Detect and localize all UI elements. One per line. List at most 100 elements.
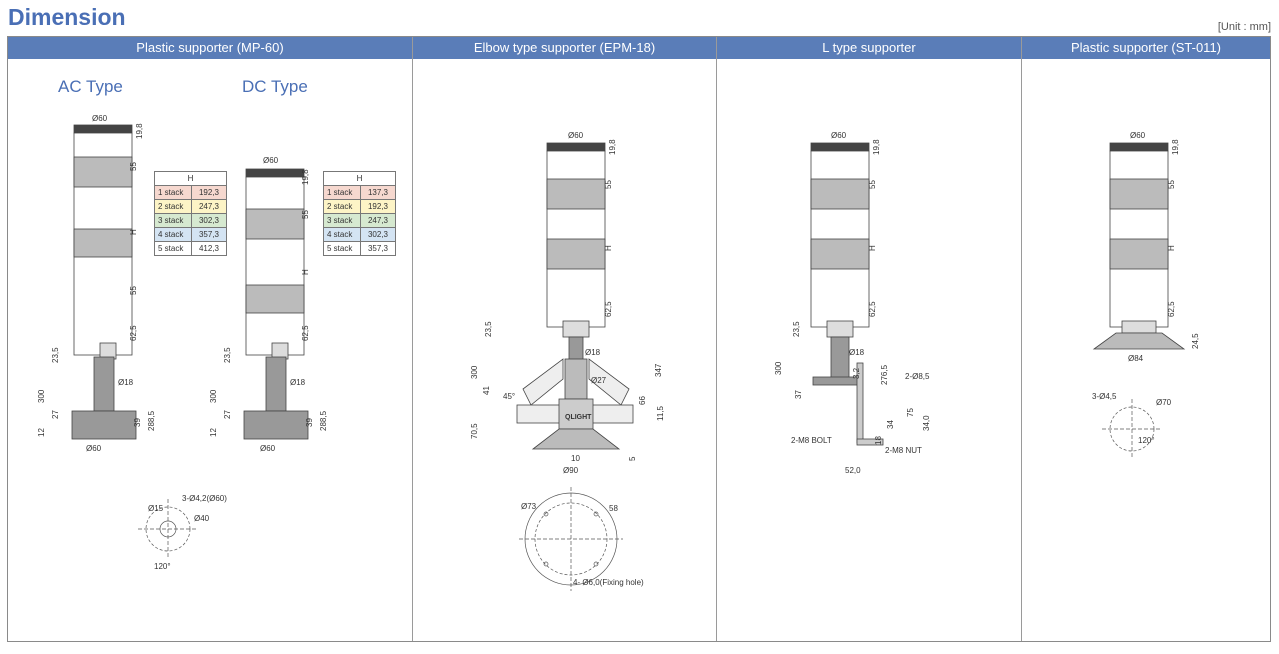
epm-dim-300: 300 (470, 365, 479, 379)
l-dim-h: H (868, 245, 877, 251)
panel-l-type: L type supporter Ø60 Ø18 19,8 55 H 62,5 … (717, 37, 1022, 641)
ac-dim-39: 39 (133, 418, 142, 427)
epm-dim-347: 347 (654, 363, 663, 377)
epm-dim-45: 45° (503, 392, 515, 401)
epm-diameter-top: Ø60 (568, 131, 584, 140)
l-dim-75: 75 (906, 408, 915, 417)
mp60-drawing: Ø60 Ø18 Ø60 19,8 55 H 55 62,5 23,5 300 2… (37, 114, 328, 571)
epm-dim-5: 5 (628, 456, 637, 461)
panel-header: Elbow type supporter (EPM-18) (413, 37, 716, 59)
dc-tower (243, 168, 309, 440)
ac-dim-55b: 55 (129, 286, 138, 295)
dc-dim-625: 62,5 (301, 325, 310, 341)
l-nut: 2-M8 NUT (885, 446, 922, 455)
epm-d27: Ø27 (591, 376, 607, 385)
epm-dim-705: 70,5 (470, 423, 479, 439)
epm18-hole-pattern (519, 487, 623, 591)
dc-type-label: DC Type (242, 77, 308, 96)
l-hole: 2-Ø8,5 (905, 372, 930, 381)
l-dim-32: 3,2 (852, 367, 861, 379)
l-dim-34: 34 (886, 420, 895, 429)
l-dim-235: 23,5 (792, 321, 801, 337)
dc-dim-198: 19,8 (301, 169, 310, 185)
ac-dim-12: 12 (37, 428, 46, 437)
table-header: H (323, 171, 396, 186)
ac-dim-55: 55 (129, 162, 138, 171)
epm-dim-41: 41 (482, 386, 491, 395)
epm-dim-115: 11,5 (656, 405, 665, 421)
dc-dim-235: 23,5 (223, 347, 232, 363)
panel-header: Plastic supporter (MP-60) (8, 37, 412, 59)
panel-mp60: Plastic supporter (MP-60) AC Type DC Typ… (8, 37, 413, 641)
l-dim-520: 52,0 (845, 466, 861, 475)
dc-dim-12: 12 (209, 428, 218, 437)
dimension-grid: Plastic supporter (MP-60) AC Type DC Typ… (7, 36, 1271, 642)
hole-angle: 120° (154, 562, 171, 571)
hole-spec: 3-Ø4,2(Ø60) (182, 494, 227, 503)
epm-dim-625: 62,5 (604, 301, 613, 317)
ac-dim-198: 19,8 (135, 123, 144, 139)
hole-d15: Ø15 (148, 504, 164, 513)
st011-hole-pattern (1102, 399, 1162, 459)
hole-d40: Ø40 (194, 514, 210, 523)
page-title: Dimension (8, 4, 126, 30)
mp60-hole-pattern (138, 499, 198, 559)
epm18-drawing: Ø60 Ø18 Ø27 QLIGHT Ø90 10 19,8 55 H 62,5… (470, 131, 665, 591)
dc-dim-27: 27 (223, 410, 232, 419)
l-type-tower (810, 142, 884, 446)
epm-logo: QLIGHT (565, 414, 592, 421)
panel-header: L type supporter (717, 37, 1021, 59)
epm-fixing-holes: 4- Ø6,0(Fixing hole) (573, 578, 644, 587)
unit-label: [Unit : mm] (1217, 21, 1271, 33)
l-dim-37: 37 (794, 390, 803, 399)
ac-dim-27: 27 (51, 410, 60, 419)
dc-dim-h: H (301, 269, 310, 275)
ac-dim-2885: 288,5 (147, 410, 156, 431)
epm-d90: Ø90 (563, 466, 579, 475)
panel-epm18: Elbow type supporter (EPM-18) Ø60 Ø18 Ø2… (413, 37, 717, 641)
l-d18: Ø18 (849, 348, 865, 357)
epm-dim-235: 23,5 (484, 321, 493, 337)
l-dim-300: 300 (774, 361, 783, 375)
epm-dim-h: H (604, 245, 613, 251)
panel-st011: Plastic supporter (ST-011) Ø60 Ø84 19,8 … (1022, 37, 1270, 641)
ac-tower (71, 124, 137, 440)
table-header: H (154, 171, 227, 186)
st-dim-198: 19,8 (1171, 139, 1180, 155)
dc-diameter-top: Ø60 (263, 156, 279, 165)
l-diameter-top: Ø60 (831, 131, 847, 140)
l-dim-340: 34,0 (922, 415, 931, 431)
dc-dim-2885: 288,5 (319, 410, 328, 431)
epm-dim-66: 66 (638, 396, 647, 405)
st-angle: 120° (1138, 436, 1155, 445)
ac-type-label: AC Type (58, 77, 123, 96)
st-dim-h: H (1167, 245, 1176, 251)
dc-base-diameter: Ø60 (260, 444, 276, 453)
st-holes: 3-Ø4,5 (1092, 392, 1117, 401)
epm-d73: Ø73 (521, 502, 537, 511)
epm-dim-10: 10 (571, 454, 580, 463)
st-diameter-top: Ø60 (1130, 131, 1146, 140)
ac-shaft-diameter: Ø18 (118, 378, 134, 387)
st011-tower (1092, 142, 1186, 350)
st-d70: Ø70 (1156, 398, 1172, 407)
st-d84: Ø84 (1128, 354, 1144, 363)
st-dim-55: 55 (1167, 180, 1176, 189)
l-dim-2765: 276,5 (880, 364, 889, 385)
epm-dim-198: 19,8 (608, 139, 617, 155)
dc-dim-39: 39 (305, 418, 314, 427)
l-dim-198: 19,8 (872, 139, 881, 155)
dc-shaft-diameter: Ø18 (290, 378, 306, 387)
st011-drawing: Ø60 Ø84 19,8 55 H 62,5 24,5 3-Ø4,5 Ø70 1… (1092, 131, 1200, 459)
epm18-tower (516, 142, 634, 450)
dc-dim-55: 55 (301, 210, 310, 219)
l-dim-625: 62,5 (868, 301, 877, 317)
